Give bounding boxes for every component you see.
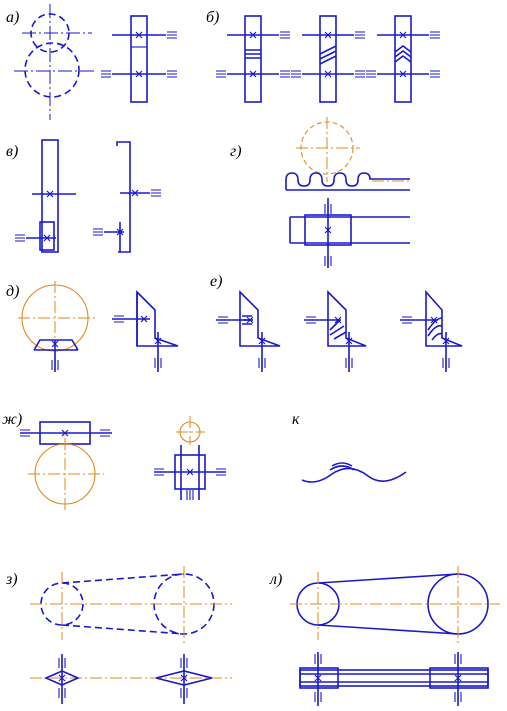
label-zh: ж) <box>2 411 22 428</box>
chain-drive-plan-view <box>30 654 232 704</box>
label-a: а) <box>6 9 19 26</box>
panel-v-internal-gear: в) <box>6 139 162 253</box>
internal-gear-side-view <box>92 141 162 253</box>
rack-profile <box>285 172 410 191</box>
bevel-gear-side-view <box>18 281 96 372</box>
label-g: г) <box>230 143 242 160</box>
bevel-gear-front-view <box>112 290 179 372</box>
panel-b-tooth-types: б) <box>206 9 441 103</box>
panel-d-bevel-gears: д) <box>6 281 179 372</box>
label-b: б) <box>206 9 219 26</box>
wave-symbol <box>301 462 407 483</box>
panel-k-wave-drive: к <box>292 411 407 483</box>
internal-gear-front-view <box>14 139 76 253</box>
label-v: в) <box>6 143 18 160</box>
worm-and-wheel-side-view <box>19 421 112 512</box>
label-e: е) <box>210 273 222 290</box>
straight-teeth-gear <box>215 15 291 103</box>
chain-drive-side-view <box>30 566 232 646</box>
helical-teeth-gear <box>290 15 366 103</box>
bevel-curved-teeth <box>400 289 463 372</box>
herringbone-teeth-gear <box>365 15 441 103</box>
panel-e-bevel-tooth-types: е) <box>210 273 463 372</box>
bevel-helical-teeth <box>304 290 367 372</box>
belt-drive-plan-view <box>299 652 489 706</box>
pinion-circle <box>296 117 360 182</box>
label-k: к <box>292 411 300 428</box>
label-l: л) <box>269 571 282 588</box>
belt-drive-side-view <box>290 566 500 646</box>
spur-gear-front-view <box>100 15 178 103</box>
bevel-straight-teeth <box>216 290 281 372</box>
spur-gear-side-view <box>14 4 95 120</box>
panel-z-chain-drive: з) <box>5 566 232 704</box>
label-z: з) <box>5 571 18 588</box>
panel-a-spur-gears: а) <box>6 4 178 120</box>
panel-l-belt-drive: л) <box>269 566 500 706</box>
label-d: д) <box>6 283 19 300</box>
panel-g-rack-pinion: г) <box>230 117 410 268</box>
worm-and-wheel-front-view <box>153 416 227 501</box>
panel-zh-worm-gear: ж) <box>2 411 227 512</box>
rack-pinion-plan-view <box>289 198 410 268</box>
